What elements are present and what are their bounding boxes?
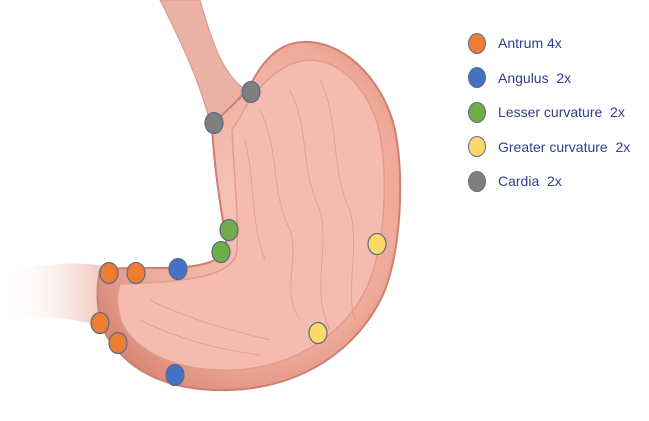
legend-item-antrum: Antrum 4x — [468, 26, 630, 61]
legend-item-greater-curvature: Greater curvature 2x — [468, 130, 630, 165]
biopsy-site-antrum — [126, 261, 146, 285]
legend-label: Cardia 2x — [498, 173, 562, 190]
biopsy-site-lesser-curvature — [211, 240, 231, 264]
biopsy-site-greater-curvature — [308, 321, 328, 345]
biopsy-site-angulus — [168, 257, 188, 281]
legend: Antrum 4x Angulus 2x Lesser curvature 2x… — [468, 26, 630, 199]
blue-dot-icon — [468, 67, 486, 89]
legend-label: Antrum 4x — [498, 35, 562, 52]
biopsy-site-greater-curvature — [367, 232, 387, 256]
duodenum — [0, 263, 110, 330]
biopsy-site-antrum — [90, 311, 110, 335]
legend-item-angulus: Angulus 2x — [468, 61, 630, 96]
orange-dot-icon — [468, 32, 486, 54]
green-dot-icon — [468, 101, 486, 123]
rugae-folds — [139, 79, 356, 356]
legend-label: Lesser curvature 2x — [498, 104, 625, 121]
biopsy-site-cardia — [204, 111, 224, 135]
biopsy-site-antrum — [99, 261, 119, 285]
legend-item-lesser-curvature: Lesser curvature 2x — [468, 95, 630, 130]
yellow-dot-icon — [468, 136, 486, 158]
legend-label: Angulus 2x — [498, 69, 572, 86]
gray-dot-icon — [468, 170, 486, 192]
biopsy-site-cardia — [241, 80, 261, 104]
legend-item-cardia: Cardia 2x — [468, 164, 630, 199]
legend-label: Greater curvature 2x — [498, 138, 631, 155]
stomach-inner-wall — [116, 59, 386, 371]
biopsy-site-antrum — [108, 331, 128, 355]
biopsy-site-angulus — [165, 363, 185, 387]
biopsy-site-lesser-curvature — [219, 218, 239, 242]
